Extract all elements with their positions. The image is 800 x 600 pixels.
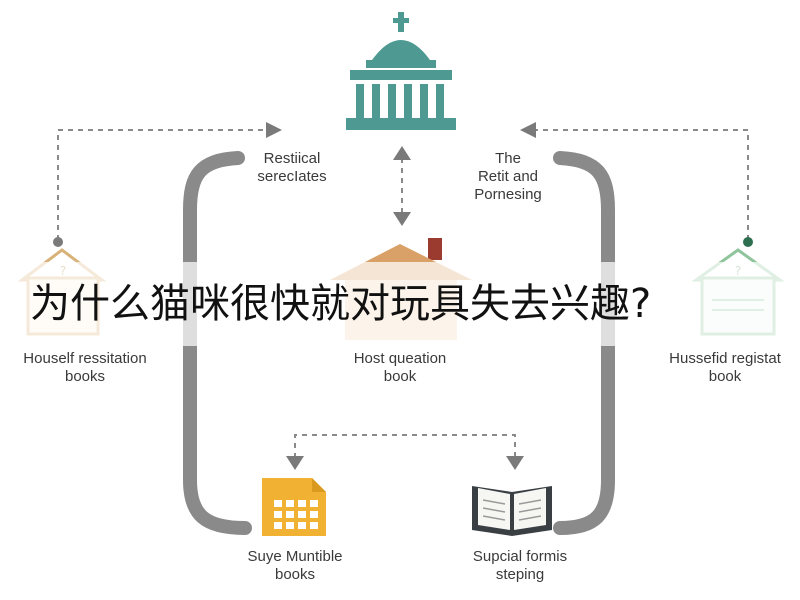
dashed-connector-left [57, 129, 270, 240]
node-label-center-line-1: Host queation [353, 350, 447, 367]
arrowhead-center-up [393, 146, 411, 160]
annotation-right-line-3: Pornesing [474, 186, 542, 203]
annotation-right-line-2: Retit and [477, 168, 539, 185]
node-label-left: Houself ressitation books [0, 350, 170, 386]
arrowhead-right [520, 122, 536, 138]
node-label-bottom-right: Supcial formis steping [440, 548, 600, 584]
dashed-connector-right [532, 129, 749, 240]
node-label-left-line-2: books [64, 368, 106, 385]
dashed-connector-bottom [294, 434, 516, 458]
node-label-right-line-1: Hussefid registat [669, 350, 781, 367]
node-label-right-line-2: book [708, 368, 742, 385]
annotation-left-line-2: serecIates [257, 168, 327, 185]
arrowhead-bottom-left [286, 456, 304, 470]
folder-grid-icon [262, 478, 326, 536]
arrowhead-bottom-right [506, 456, 524, 470]
connector-dot-left [53, 237, 63, 247]
annotation-right-line-1: The [495, 150, 521, 167]
node-label-bottom-right-line-1: Supcial formis [472, 548, 568, 565]
open-book-icon [472, 486, 552, 536]
node-label-center-line-2: book [383, 368, 417, 385]
government-building-icon [346, 12, 456, 130]
annotation-left-line-1: Restiical [263, 150, 321, 167]
annotation-left-loop: Restiical serecIates [232, 150, 352, 186]
annotation-right-loop: The Retit and Pornesing [448, 150, 568, 204]
connector-dot-right [743, 237, 753, 247]
arrowhead-left [266, 122, 282, 138]
node-label-bottom-left-line-1: Suye Muntible [247, 548, 343, 565]
node-label-bottom-left-line-2: books [274, 566, 316, 583]
node-label-left-line-1: Houself ressitation [23, 350, 147, 367]
arrowhead-center-down [393, 212, 411, 226]
node-label-center: Host queation book [320, 350, 480, 386]
node-label-bottom-right-line-2: steping [495, 566, 545, 583]
page-title: 为什么猫咪很快就对玩具失去兴趣? [30, 281, 652, 327]
title-band [0, 262, 800, 346]
node-label-bottom-left: Suye Muntible books [215, 548, 375, 584]
node-label-right: Hussefid registat book [650, 350, 800, 386]
